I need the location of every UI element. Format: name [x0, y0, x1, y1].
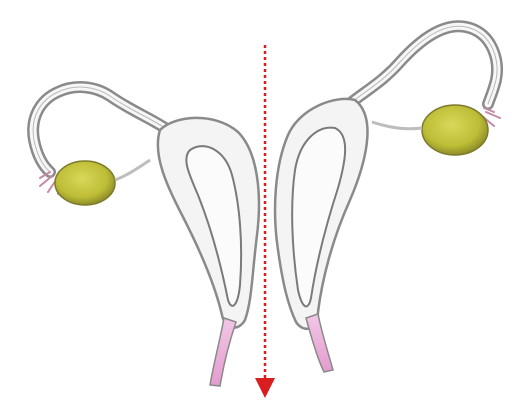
left-uterine-horn [158, 118, 259, 328]
right-fallopian-tube [340, 26, 497, 112]
left-ovary [55, 161, 115, 205]
left-fallopian-tube [33, 87, 165, 172]
right-vaginal-segment [306, 314, 333, 372]
left-vaginal-segment [210, 318, 236, 386]
right-ovary [422, 105, 488, 155]
right-uterine-horn [275, 99, 367, 329]
right-ovarian-ligament [372, 122, 422, 129]
left-ovarian-ligament [115, 160, 150, 180]
